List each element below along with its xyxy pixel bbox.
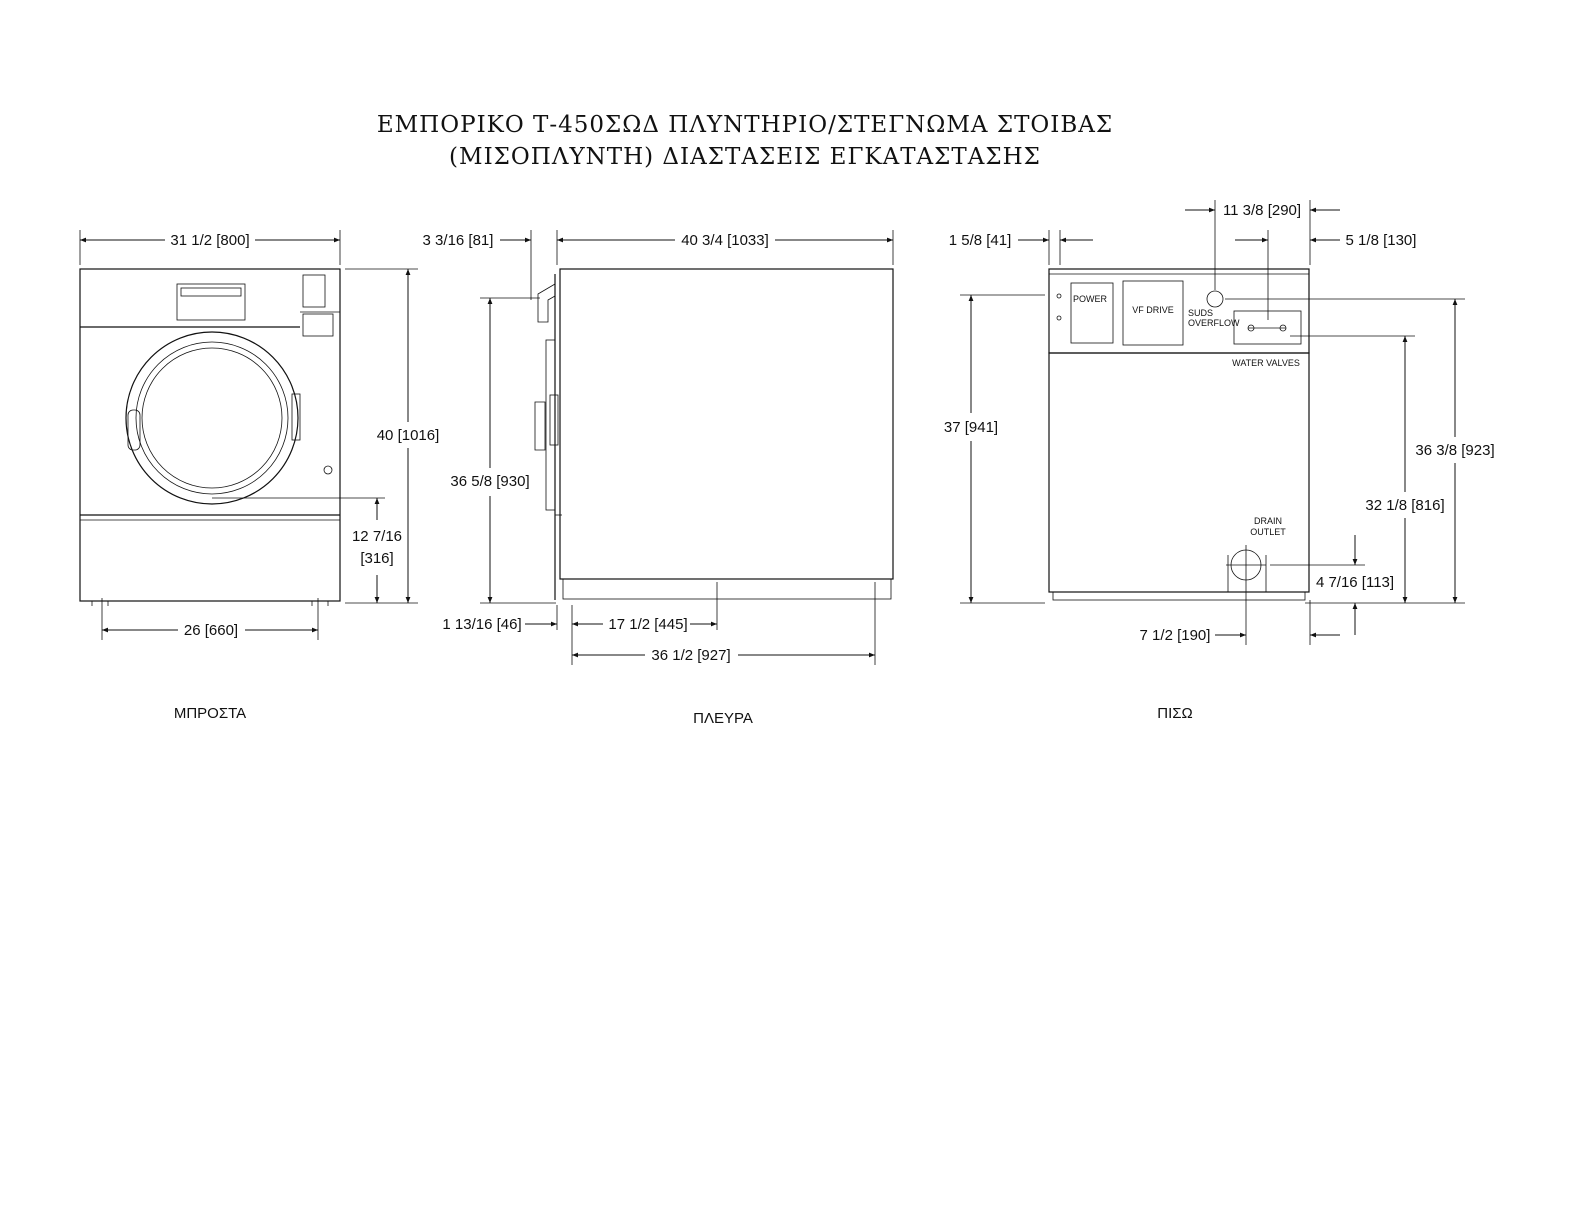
water-valves-label: WATER VALVES: [1232, 358, 1300, 368]
front-width-dim: 31 1/2 [800]: [170, 232, 249, 249]
door-hinge: [127, 409, 141, 451]
side-height-dim: 36 5/8 [930]: [450, 473, 529, 490]
rear-suds-offset-dim: 11 3/8 [290]: [1223, 202, 1301, 219]
outlet-label: OUTLET: [1250, 527, 1286, 537]
side-view-label: ΠΛΕΥΡΑ: [693, 710, 753, 727]
overflow-label: OVERFLOW: [1188, 318, 1240, 328]
water-valves-box: [1233, 310, 1302, 345]
rear-left-offset-dim: 1 5/8 [41]: [949, 232, 1012, 249]
side-depth-dim: 40 3/4 [1033]: [681, 232, 769, 249]
rear-drain-offset-dim: 7 1/2 [190]: [1140, 627, 1211, 644]
title-line-1: ΕΜΠΟΡΙΚΟ Τ-450ΣΩΔ ΠΛΥΝΤΗΡΙΟ/ΣΤΕΓΝΩΜΑ ΣΤΟ…: [377, 112, 1113, 138]
vf-drive-box: [1122, 280, 1184, 346]
vf-drive-label: VF DRIVE: [1132, 305, 1174, 315]
coin-slot: [302, 274, 326, 308]
front-view-label: ΜΠΡΟΣΤΑ: [174, 705, 246, 722]
side-foot-depth-dim: 17 1/2 [445]: [608, 616, 687, 633]
rear-right-offset-dim: 5 1/8 [130]: [1346, 232, 1417, 249]
suds-label: SUDS: [1188, 308, 1213, 318]
door-glass: [135, 341, 289, 495]
door-outer-ring: [125, 331, 299, 505]
side-base: [562, 578, 892, 600]
door-handle: [291, 393, 301, 441]
side-base-depth-dim: 36 1/2 [927]: [651, 647, 730, 664]
side-cabinet-outline: [559, 268, 894, 580]
title-line-2: (ΜΙΣΟΠΛΥΝΤΗ) ΔΙΑΣΤΑΣΕΙΣ ΕΓΚΑΤΑΣΤΑΣΗΣ: [449, 144, 1041, 170]
front-view: 31 1/2 [800] 40 [1016] 12 7/16 [316] 26 …: [79, 230, 440, 722]
rear-drain-height-dim: 4 7/16 [113]: [1316, 574, 1394, 591]
rear-valve-height-dim: 32 1/8 [816]: [1365, 497, 1444, 514]
rear-lower-panel: [1048, 352, 1310, 593]
side-view: 3 3/16 [81] 40 3/4 [1033] 36 5/8 [930] 1…: [423, 230, 894, 727]
rear-power-height-dim: 37 [941]: [944, 419, 998, 436]
indicator-light: [323, 465, 333, 475]
rear-view-label: ΠΙΣΩ: [1157, 705, 1193, 722]
rear-base: [1052, 591, 1306, 601]
front-door-height-dim-1: 12 7/16: [352, 528, 402, 545]
front-cabinet-outline: [79, 268, 341, 602]
side-top-offset-dim: 3 3/16 [81]: [423, 232, 494, 249]
detergent-drawer: [176, 283, 246, 321]
front-door-height-dim-2: [316]: [360, 550, 393, 567]
power-label: POWER: [1073, 294, 1108, 304]
side-base-offset-dim: 1 13/16 [46]: [442, 616, 521, 633]
front-height-dim: 40 [1016]: [377, 427, 440, 444]
power-box: [1070, 282, 1114, 344]
rear-view: POWER VF DRIVE SUDS OVERFLOW WATER VALVE…: [944, 200, 1495, 722]
front-foot-span-dim: 26 [660]: [184, 622, 238, 639]
rear-suds-height-dim: 36 3/8 [923]: [1415, 442, 1494, 459]
control-box: [302, 313, 334, 337]
suds-overflow-port: [1206, 290, 1224, 308]
drain-label: DRAIN: [1254, 516, 1282, 526]
